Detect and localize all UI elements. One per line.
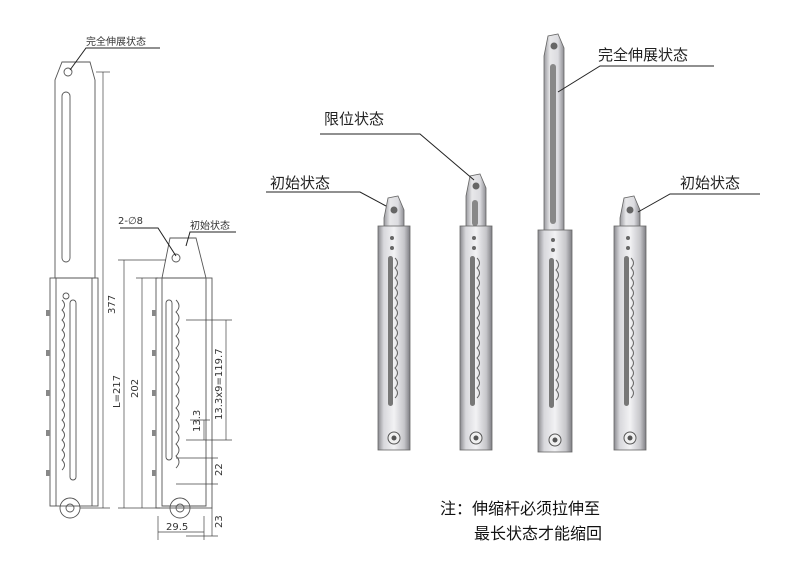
dim-23: 23	[214, 515, 225, 528]
dim-22: 22	[214, 463, 225, 476]
note-line1: 注：伸缩杆必须拉伸至	[440, 499, 600, 518]
label-initial-right: 初始状态	[680, 174, 740, 192]
dim-width: 29.5	[166, 522, 188, 533]
label-limit: 限位状态	[324, 110, 384, 128]
label-full-extension-small: 完全伸展状态	[86, 35, 146, 48]
rod-full-extension: 完全伸展状态	[537, 33, 714, 453]
dim-L: L=217	[112, 375, 123, 408]
rod-limit: 限位状态	[320, 110, 493, 451]
drawing-full-extension: 377 完全伸展状态	[46, 35, 160, 519]
note-line2: 最长状态才能缩回	[474, 524, 602, 543]
note: 注：伸缩杆必须拉伸至 最长状态才能缩回	[440, 499, 602, 543]
label-initial-left: 初始状态	[270, 174, 330, 192]
dim-13-3: 13.3	[192, 410, 203, 432]
label-full-extension: 完全伸展状态	[598, 46, 688, 64]
label-initial-small: 初始状态	[190, 219, 230, 232]
rod-initial-left: 初始状态	[266, 174, 411, 451]
hole-callout: 2-∅8	[118, 216, 143, 227]
dim-total-length: 377	[107, 295, 118, 314]
dim-202: 202	[130, 379, 141, 398]
rod-initial-right: 初始状态	[613, 174, 760, 451]
dim-slot-pitch: 13.3x9=119.7	[214, 348, 225, 420]
drawing-initial-state: 2-∅8 初始状态 L=217 202 13.3x9=119.7 13.3 22…	[112, 216, 236, 540]
